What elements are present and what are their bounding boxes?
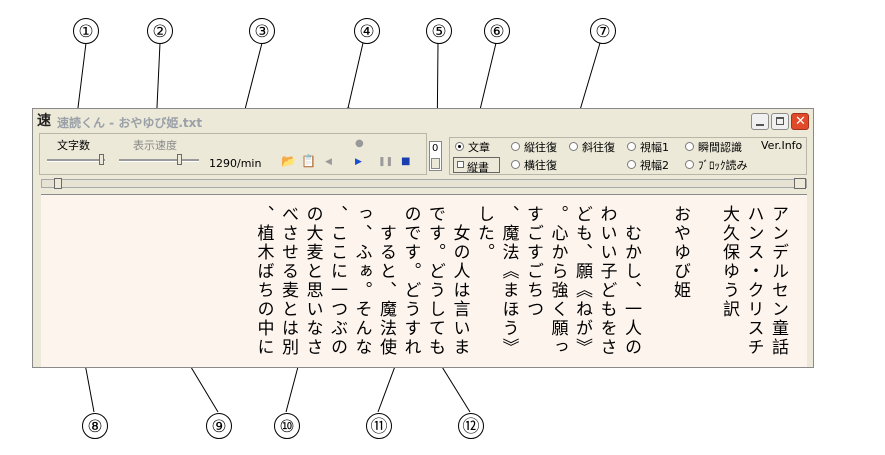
mode-label-shifuku1: 視幅1 xyxy=(640,141,669,154)
mode-label-shifuku2: 視幅2 xyxy=(640,159,669,172)
speed-value: 1290/min xyxy=(209,157,262,170)
callout-6: ⑥ xyxy=(484,18,510,44)
close-icon[interactable]: ✕ xyxy=(791,113,809,130)
text-column: ども、願《ねが》 xyxy=(572,205,592,357)
mode-radio-tateoufuku[interactable] xyxy=(511,142,520,151)
window-title: 速読くん - おやゆび姫.txt xyxy=(57,116,203,130)
toolbar: 文字数 表示速度 1290/min 📂 📋 ● ◀ ▶ ❚❚ ■ 0 文章 縦書… xyxy=(33,133,813,177)
reading-progress-bar[interactable] xyxy=(41,178,807,189)
callout-11: ⑪ xyxy=(366,413,392,439)
text-column: っ、ふぁ。そんな xyxy=(351,205,372,357)
stop-icon[interactable]: ■ xyxy=(401,156,411,167)
speed-slider-thumb[interactable] xyxy=(177,154,182,165)
text-column: べさせる麦とは別 xyxy=(278,205,298,357)
title-bar[interactable]: 速 速読くん - おやゆび姫.txt ✕ xyxy=(33,109,813,133)
text-column: です。どうしても xyxy=(425,205,445,357)
text-column: 。心から強く願っ xyxy=(547,205,568,357)
progress-thumb-start[interactable] xyxy=(54,178,62,189)
text-column: すごすごちつ xyxy=(523,205,543,319)
text-column: アンデルセン童話 xyxy=(768,205,788,357)
mode-radio-bunsho[interactable] xyxy=(455,142,464,151)
text-column: 女の人は言いま xyxy=(449,205,470,357)
text-column: のです。どうすれ xyxy=(400,205,421,357)
paste-icon[interactable]: 📋 xyxy=(301,154,316,168)
mode-label-bunsho: 文章 xyxy=(468,141,490,154)
text-column: むかし、一人の xyxy=(621,205,641,357)
text-column: 大久保ゆう訳 xyxy=(719,205,739,319)
text-column: 、植木ばちの中に xyxy=(253,205,274,357)
text-column: 、魔法《まほう》 xyxy=(498,205,519,357)
callout-1: ① xyxy=(73,18,99,44)
mode-radio-yokooufuku[interactable] xyxy=(511,160,520,169)
char-count-label: 文字数 xyxy=(57,139,90,152)
maximize-icon[interactable] xyxy=(771,113,789,130)
mode-label-shunkan: 瞬間認識 xyxy=(698,141,742,154)
text-column: した。 xyxy=(474,205,494,262)
vertical-button-label: 縦書 xyxy=(467,161,489,174)
callout-9: ⑨ xyxy=(206,413,232,439)
toolbar-group xyxy=(39,133,427,175)
mode-radio-shifuku1[interactable] xyxy=(627,142,636,151)
app-window: 速 速読くん - おやゆび姫.txt ✕ 文字数 表示速度 1290/min 📂… xyxy=(32,108,814,368)
callout-3: ③ xyxy=(249,18,275,44)
minimize-icon[interactable] xyxy=(751,113,769,130)
callout-5: ⑤ xyxy=(426,18,452,44)
rewind-icon[interactable]: ◀ xyxy=(325,157,332,167)
mode-radio-shaoufuku[interactable] xyxy=(569,142,578,151)
counter-value: 0 xyxy=(432,143,439,154)
callout-8: ⑧ xyxy=(82,413,108,439)
counter-box[interactable]: 0 xyxy=(429,141,442,171)
folder-open-icon[interactable]: 📂 xyxy=(281,154,296,168)
text-display-area[interactable]: アンデルセン童話ハンス・クリスチ大久保ゆう訳 おやゆび姫 むかし、一人のわいい子ど… xyxy=(41,194,807,367)
progress-thumb-end[interactable] xyxy=(794,178,806,189)
text-column: おやゆび姫 xyxy=(670,205,690,300)
text-column: わいい子どもをさ xyxy=(596,205,617,357)
callout-12: ⑫ xyxy=(458,413,484,439)
mode-radio-block[interactable] xyxy=(685,160,694,169)
pause-icon[interactable]: ❚❚ xyxy=(378,157,394,167)
speed-label: 表示速度 xyxy=(133,139,177,152)
char-count-slider-thumb[interactable] xyxy=(99,154,104,165)
callout-4: ④ xyxy=(354,18,380,44)
mode-radio-shifuku2[interactable] xyxy=(627,160,636,169)
char-count-slider-track[interactable] xyxy=(47,159,105,162)
app-icon: 速 xyxy=(37,113,51,129)
mode-radio-shunkan[interactable] xyxy=(685,142,694,151)
mode-label-yokooufuku: 横往復 xyxy=(524,159,557,172)
vertical-button[interactable]: 縦書 xyxy=(453,157,500,174)
mode-label-tateoufuku: 縦往復 xyxy=(524,141,557,154)
callout-2: ② xyxy=(147,18,173,44)
speed-slider-track[interactable] xyxy=(119,159,199,162)
version-info-link[interactable]: Ver.Info xyxy=(761,139,803,152)
mode-label-shaoufuku: 斜往復 xyxy=(582,141,615,154)
mode-label-block: ﾌﾞﾛｯｸ読み xyxy=(698,159,748,172)
callout-10: ⑩ xyxy=(274,413,300,439)
text-column: 、ここに一つぶの xyxy=(327,205,347,357)
play-icon[interactable]: ▶ xyxy=(355,157,362,167)
text-column: ハンス・クリスチ xyxy=(743,205,764,357)
text-column: の大麦と思いなさ xyxy=(302,205,323,357)
text-column: すると、魔法使 xyxy=(376,205,396,357)
callout-7: ⑦ xyxy=(590,18,616,44)
indicator-dot-icon: ● xyxy=(355,138,364,149)
mode-group xyxy=(449,137,807,175)
